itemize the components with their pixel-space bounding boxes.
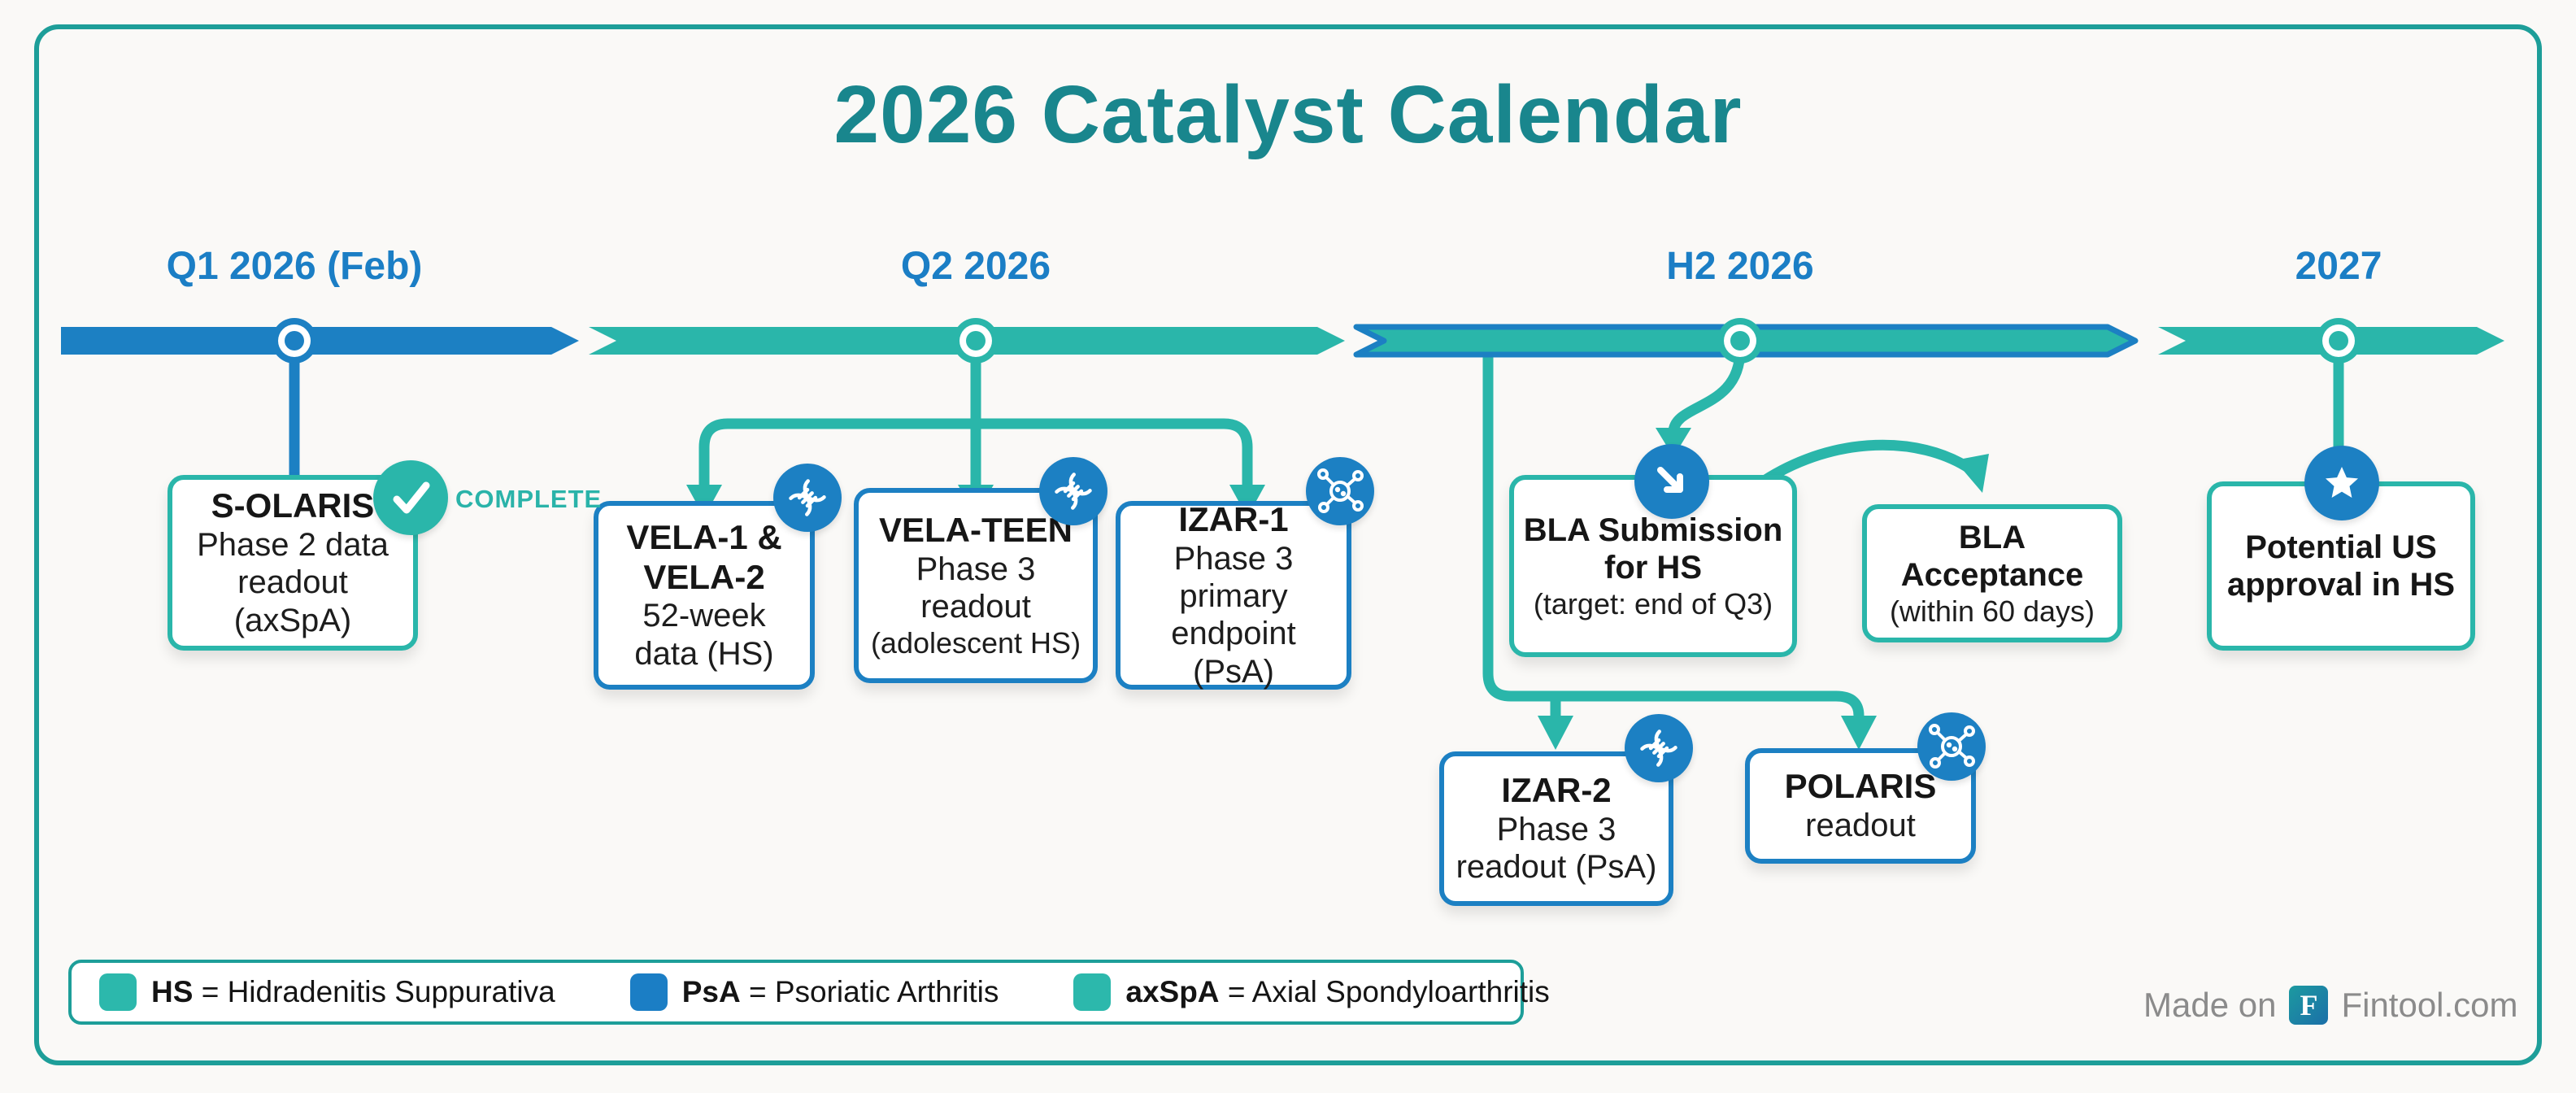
card-title: BLA Submission xyxy=(1523,512,1783,548)
connector-lines xyxy=(289,336,2344,725)
page-title: 2026 Catalyst Calendar xyxy=(833,69,1743,160)
brand-label[interactable]: Fintool.com xyxy=(2341,986,2518,1024)
card-bla-acceptance: BLA Acceptance (within 60 days) xyxy=(1862,504,2122,642)
period-label-q1: Q1 2026 (Feb) xyxy=(166,245,423,288)
legend-abbr: axSpA xyxy=(1125,975,1220,1008)
card-title: BLA xyxy=(1958,519,2026,555)
card-bla-submission: BLA Submission for HS (target: end of Q3… xyxy=(1509,475,1797,657)
izar1-molecule-badge xyxy=(1306,457,1374,525)
complete-label: COMPLETE xyxy=(455,485,603,513)
card-izar-1: IZAR-1 Phase 3 primary endpoint (PsA) xyxy=(1116,499,1351,690)
arrow-down-right-icon xyxy=(1657,467,1683,493)
psa-color-swatch xyxy=(629,973,668,1011)
card-izar-2: IZAR-2 Phase 3 readout (PsA) xyxy=(1439,751,1673,906)
card-title: POLARIS xyxy=(1784,767,1937,806)
check-icon xyxy=(393,481,430,514)
period-label-2027: 2027 xyxy=(2295,245,2382,288)
complete-check-badge xyxy=(373,460,448,535)
dna-icon xyxy=(789,479,826,516)
card-title: S-OLARIS xyxy=(211,486,375,525)
legend-name: Psoriatic Arthritis xyxy=(774,975,999,1008)
hs-color-swatch xyxy=(99,973,137,1011)
legend-abbr: PsA xyxy=(681,975,741,1008)
dna-icon xyxy=(1055,472,1092,510)
card-title: Potential US xyxy=(2245,529,2437,565)
legend-abbr: HS xyxy=(151,975,194,1008)
legend-item-axspa: axSpA = Axial Spondyloarthritis xyxy=(1073,973,1550,1011)
legend-name: Hidradenitis Suppurativa xyxy=(227,975,555,1008)
card-us-approval: Potential US approval in HS xyxy=(2207,481,2475,651)
molecule-icon xyxy=(1929,724,1975,769)
star-icon xyxy=(2326,467,2358,498)
fintool-logo-letter: F xyxy=(2300,989,2318,1021)
card-title: VELA-1 & xyxy=(626,517,782,556)
velateen-dna-badge xyxy=(1039,457,1107,525)
card-title: VELA-TEEN xyxy=(878,511,1073,550)
card-title: IZAR-2 xyxy=(1501,771,1612,810)
legend-separator: = xyxy=(201,975,220,1008)
card-s-olaris: S-OLARIS Phase 2 data readout (axSpA) xyxy=(168,475,418,651)
card-polaris: POLARIS readout xyxy=(1745,748,1976,864)
molecule-icon xyxy=(1317,468,1364,513)
legend-item-hs: HS = Hidradenitis Suppurativa xyxy=(99,973,555,1011)
made-on-label: Made on xyxy=(2143,986,2277,1024)
izar2-dna-badge xyxy=(1625,714,1693,782)
card-vela-1-2: VELA-1 & VELA-2 52-week data (HS) xyxy=(594,501,815,690)
vela12-dna-badge xyxy=(773,464,842,532)
submission-arrow-badge xyxy=(1634,444,1709,519)
footer-attribution: Made on F Fintool.com xyxy=(2143,986,2518,1025)
timeline-nodes xyxy=(272,318,2361,364)
period-label-q2: Q2 2026 xyxy=(900,245,1051,288)
period-label-h2: H2 2026 xyxy=(1666,245,1814,288)
legend-separator: = xyxy=(748,975,767,1008)
timeline-bands xyxy=(61,324,2504,358)
legend-separator: = xyxy=(1227,975,1246,1008)
fintool-logo: F xyxy=(2289,986,2329,1025)
dna-icon xyxy=(1640,729,1677,767)
legend-item-psa: PsA = Psoriatic Arthritis xyxy=(629,973,999,1011)
approval-star-badge xyxy=(2304,446,2379,520)
legend-name: Axial Spondyloarthritis xyxy=(1251,975,1550,1008)
axspa-color-swatch xyxy=(1073,973,1112,1011)
canvas-border xyxy=(34,24,2542,1065)
polaris-molecule-badge xyxy=(1917,712,1986,781)
legend: HS = Hidradenitis Suppurativa PsA = Psor… xyxy=(68,960,1550,1025)
card-title: IZAR-1 xyxy=(1178,499,1289,538)
